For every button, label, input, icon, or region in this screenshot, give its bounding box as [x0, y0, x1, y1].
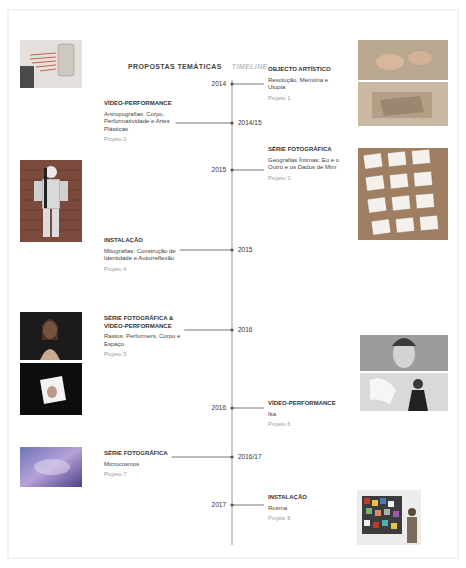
- project-title: Geografias Íntimas: Eu e o Outro e os Da…: [268, 157, 346, 172]
- category-label: SÉRIE FOTOGRÁFICA: [104, 450, 182, 458]
- photo: [358, 40, 448, 126]
- category-label: INSTALAÇÃO: [104, 237, 182, 245]
- timeline-dot: [230, 406, 233, 409]
- timeline-heading: TIMELINE: [232, 62, 268, 71]
- project-number: Projeto 2: [104, 136, 182, 144]
- project-entry: VÍDEO-PERFORMANCE Antropografias: Corpo, …: [104, 100, 182, 144]
- project-title: Ika: [268, 411, 346, 419]
- timeline-dot: [230, 455, 233, 458]
- timeline-dot: [230, 168, 233, 171]
- leader-line: [232, 170, 264, 171]
- page-frame: [8, 10, 458, 558]
- project-entry: INSTALAÇÃO RosmaProjeto 8: [268, 494, 346, 523]
- project-title: Mitografias: Construção de Identidade e …: [104, 248, 182, 263]
- timeline-dot: [230, 82, 233, 85]
- project-title: Microcosmos: [104, 461, 182, 469]
- project-entry: INSTALAÇÃO Mitografias: Construção de Ide…: [104, 237, 182, 273]
- year-label: 2015: [212, 166, 226, 174]
- project-number: Projeto 1: [268, 95, 346, 103]
- heading: PROPOSTAS TEMÁTICAS: [128, 62, 222, 71]
- category-label: VÍDEO-PERFORMANCE: [268, 400, 346, 408]
- category-label: INSTALAÇÃO: [268, 494, 346, 502]
- year-label: 2015: [238, 246, 252, 254]
- timeline-dot: [230, 503, 233, 506]
- project-entry: SÉRIE FOTOGRÁFICA Geografias Íntimas: Eu …: [268, 146, 346, 182]
- category-label: VÍDEO-PERFORMANCE: [104, 100, 182, 108]
- year-label: 2016/17: [238, 453, 262, 461]
- project-entry: OBJECTO ARTÍSTICO Resolução, Memória e Ut…: [268, 66, 346, 102]
- project-number: Projeto 8: [268, 515, 346, 523]
- project-number: Projeto 7: [104, 471, 182, 479]
- project-title: Antropografias: Corpo, Performatividade …: [104, 111, 182, 134]
- photo: [20, 447, 82, 487]
- leader-line: [232, 408, 264, 409]
- leader-line: [172, 457, 232, 458]
- year-label: 2014/15: [238, 119, 262, 127]
- project-number: Projeto 4: [104, 266, 182, 274]
- leader-line: [232, 505, 264, 506]
- timeline-dot: [230, 328, 233, 331]
- project-number: Projeto 6: [268, 421, 346, 429]
- year-label: 2016: [212, 404, 226, 412]
- timeline-axis: [232, 80, 233, 545]
- project-entry: VÍDEO-PERFORMANCE IkaProjeto 6: [268, 400, 346, 429]
- leader-line: [180, 250, 232, 251]
- photo: [358, 148, 448, 240]
- photo: [20, 160, 82, 242]
- project-number: Projeto 3: [268, 175, 346, 183]
- timeline-dot: [230, 121, 233, 124]
- project-title: Rosma: [268, 505, 346, 513]
- photo: [20, 40, 82, 88]
- project-entry: SÉRIE FOTOGRÁFICA & VÍDEO-PERFORMANCE Ras…: [104, 315, 182, 359]
- leader-line: [184, 330, 232, 331]
- project-title: Resolução, Memória e Utopia: [268, 77, 346, 92]
- photo: [20, 312, 82, 415]
- category-label: SÉRIE FOTOGRÁFICA & VÍDEO-PERFORMANCE: [104, 315, 182, 330]
- photo: [357, 490, 421, 545]
- photo: [360, 335, 448, 411]
- project-entry: SÉRIE FOTOGRÁFICA MicrocosmosProjeto 7: [104, 450, 182, 479]
- year-label: 2017: [212, 501, 226, 509]
- project-title: Rastos: Performers, Corpo e Espaço: [104, 333, 182, 348]
- timeline-dot: [230, 248, 233, 251]
- leader-line: [176, 123, 232, 124]
- year-label: 2014: [212, 80, 226, 88]
- year-label: 2016: [238, 326, 252, 334]
- category-label: SÉRIE FOTOGRÁFICA: [268, 146, 346, 154]
- project-number: Projeto 5: [104, 351, 182, 359]
- category-label: OBJECTO ARTÍSTICO: [268, 66, 346, 74]
- leader-line: [232, 84, 264, 85]
